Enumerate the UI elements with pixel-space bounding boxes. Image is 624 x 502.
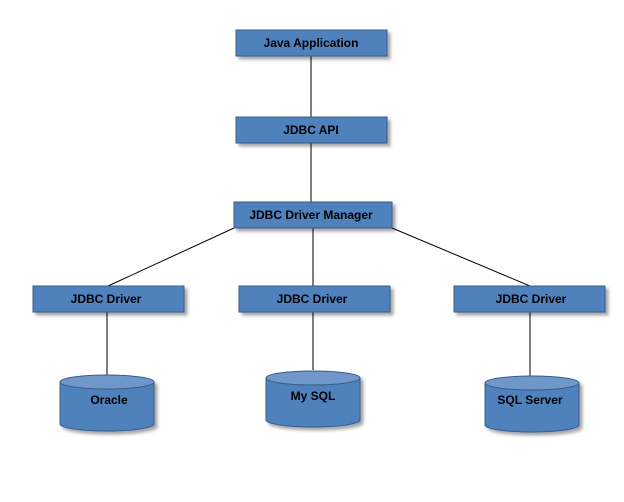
database-label-mysql: My SQL [291,389,336,403]
database-cylinder-icon [59,382,155,432]
driver-label-2: JDBC Driver [277,292,348,306]
driver-box-2: JDBC Driver [238,285,391,313]
driver-label-1: JDBC Driver [71,292,142,306]
driver-box-1: JDBC Driver [32,285,185,313]
jdbc-api-box: JDBC API [235,116,388,144]
connector-manager-to-driver-1 [107,227,235,287]
driver-label-3: JDBC Driver [496,292,567,306]
driver-manager-box: JDBC Driver Manager [233,201,393,229]
database-sqlserver [484,375,580,433]
driver-manager-label: JDBC Driver Manager [249,208,373,222]
database-cylinder-icon [265,378,361,428]
java-application-label: Java Application [264,36,359,50]
database-cylinder-icon [484,383,580,433]
jdbc-api-label: JDBC API [283,123,339,137]
java-application-box: Java Application [235,29,388,57]
database-label-oracle: Oracle [90,393,128,407]
connector-manager-to-driver-3 [391,227,531,287]
database-mysql [265,370,361,428]
database-label-sqlserver: SQL Server [497,393,562,407]
database-oracle [59,374,155,432]
driver-box-3: JDBC Driver [453,285,606,313]
